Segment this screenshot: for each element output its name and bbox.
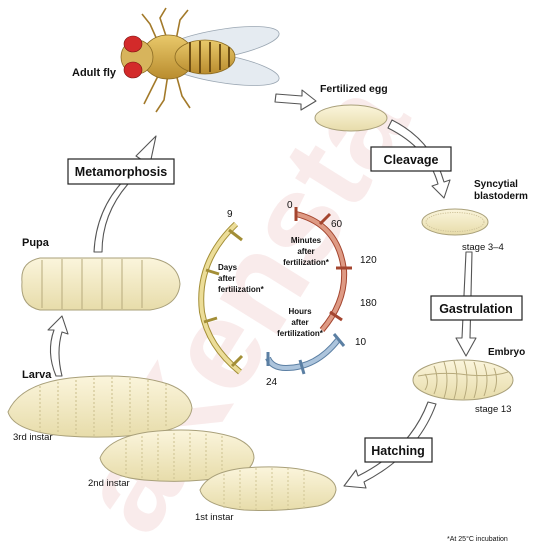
pupa-label: Pupa [22, 237, 50, 249]
instar-3-label: 3rd instar [13, 432, 53, 443]
days-label-line2: after [218, 274, 235, 283]
minutes-label-line2: after [297, 247, 314, 256]
minutes-tick-0: 0 [287, 200, 293, 211]
process-box-gastrulation: Gastrulation [431, 296, 522, 320]
fertilized-egg-illustration [315, 105, 387, 131]
days-end-tick-label: 9 [227, 209, 233, 220]
syncytial-label-line1: Syncytial [474, 179, 518, 190]
stage-13-label: stage 13 [475, 404, 511, 415]
larva-3rd-instar-illustration [8, 376, 192, 437]
minutes-tick-120: 120 [360, 255, 377, 266]
stage-3-4-label: stage 3–4 [462, 242, 504, 253]
process-box-metamorphosis: Metamorphosis [68, 159, 174, 184]
process-box-hatching: Hatching [365, 438, 432, 462]
hours-tick-24: 24 [266, 377, 278, 388]
minutes-tick-180: 180 [360, 298, 377, 309]
days-label-line1: Days [218, 263, 238, 272]
syncytial-blastoderm-illustration [422, 209, 488, 235]
embryo-illustration [413, 360, 513, 400]
pupa-illustration [22, 258, 180, 310]
arrow-pupa-to-adult [94, 136, 156, 252]
larva-1st-instar-illustration [200, 467, 336, 511]
minutes-label-line3: fertilization* [283, 258, 330, 267]
arrow-larva-to-pupa [48, 316, 68, 376]
cleavage-text: Cleavage [384, 153, 439, 167]
adult-fly-illustration [121, 8, 281, 112]
syncytial-label-line2: blastoderm [474, 191, 528, 202]
days-label-line3: fertilization* [218, 285, 265, 294]
hours-label-line2: after [291, 318, 308, 327]
process-box-cleavage: Cleavage [371, 147, 451, 171]
hours-label-line1: Hours [288, 307, 312, 316]
larva-label: Larva [22, 369, 52, 381]
hatching-text: Hatching [371, 444, 424, 458]
instar-1-label: 1st instar [195, 512, 234, 523]
fertilized-egg-label: Fertilized egg [320, 83, 388, 95]
hours-tick-10: 10 [355, 337, 367, 348]
embryo-label: Embryo [488, 347, 525, 358]
instar-2-label: 2nd instar [88, 478, 130, 489]
hours-label-line3: fertilization* [277, 329, 324, 338]
footnote: *At 25°C incubation [447, 535, 508, 543]
gastrulation-text: Gastrulation [439, 302, 513, 316]
minutes-label-line1: Minutes [291, 236, 322, 245]
adult-fly-label: Adult fly [72, 67, 117, 79]
minutes-tick-60: 60 [331, 219, 343, 230]
metamorphosis-text: Metamorphosis [75, 165, 167, 179]
